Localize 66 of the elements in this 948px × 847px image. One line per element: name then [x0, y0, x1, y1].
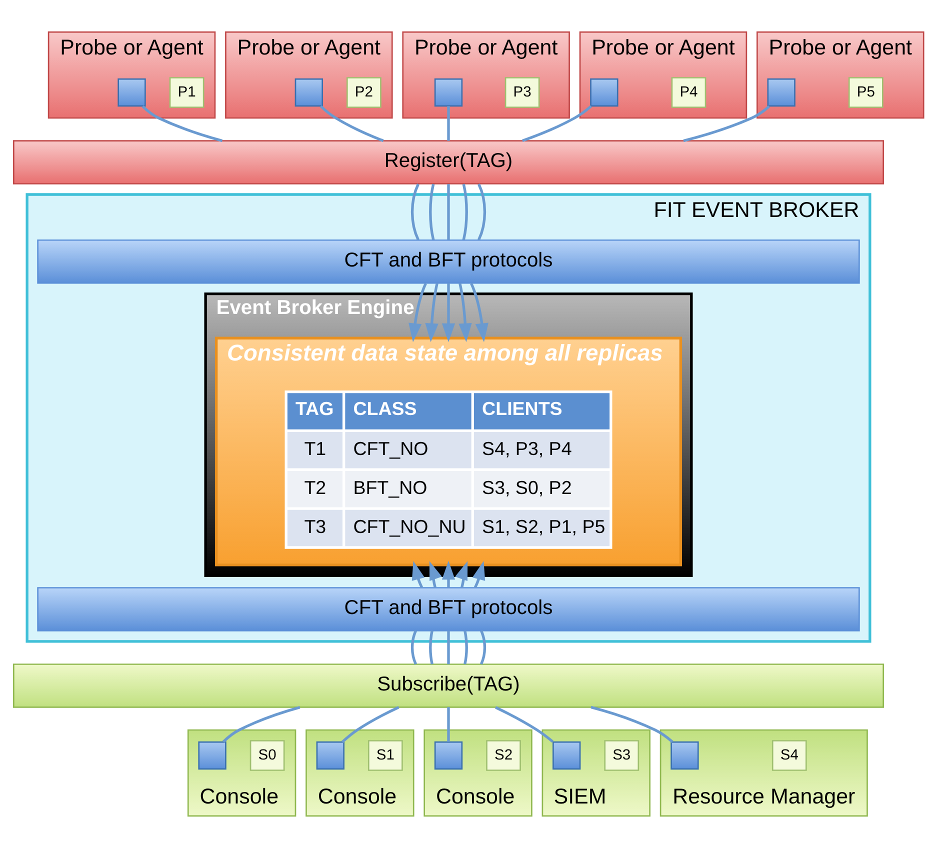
node-box: P2: [346, 76, 382, 108]
connector: [429, 630, 434, 664]
connector: [222, 705, 300, 742]
connector: [341, 706, 400, 743]
arrow: [425, 282, 438, 342]
node-box: Register(TAG): [13, 140, 884, 184]
label: T3: [304, 515, 326, 536]
arrow: [458, 282, 472, 342]
connector: [320, 104, 384, 142]
node-box: P1: [169, 76, 204, 108]
node-box: P5: [848, 76, 884, 108]
arrow: [412, 560, 425, 588]
node-box: [118, 78, 146, 106]
node-box: [434, 740, 463, 770]
label: S3, S0, P2: [482, 476, 572, 498]
connector: [447, 184, 450, 240]
label: CLASS: [353, 397, 417, 418]
connector: [495, 706, 554, 742]
node-box: P4: [671, 76, 706, 108]
connector: [590, 705, 674, 742]
connector: [142, 104, 223, 142]
connector: [522, 104, 592, 142]
node-box: Subscribe(TAG): [13, 663, 884, 708]
node-box: P3: [504, 76, 540, 108]
node-box: S1: [368, 740, 403, 770]
label: T2: [304, 476, 326, 498]
connector: [464, 630, 468, 664]
node-box: [198, 740, 226, 770]
connector: [447, 106, 450, 140]
label: BFT_NO: [353, 476, 428, 498]
connector: [447, 706, 450, 742]
label: CFT_NO: [353, 438, 428, 459]
node-box: [590, 78, 618, 106]
node-box: [294, 78, 323, 106]
arrow: [455, 560, 468, 588]
connector: [683, 104, 770, 142]
node-box: CFT and BFT protocols: [37, 238, 860, 284]
connector: [462, 183, 468, 240]
arrow: [408, 282, 427, 342]
node-box: [434, 78, 463, 106]
connector: [480, 630, 486, 664]
node-box: S4: [772, 740, 807, 770]
node-box: [767, 78, 796, 106]
label: S4, P3, P4: [482, 438, 572, 459]
node-box: CFT and BFT protocols: [37, 586, 860, 631]
connector: [410, 183, 420, 240]
arrow: [429, 560, 442, 588]
label: CLIENTS: [482, 397, 562, 418]
node-box: S2: [486, 740, 521, 770]
connector: [447, 630, 450, 664]
arrow: [442, 560, 456, 588]
label: S1, S2, P1, P5: [482, 515, 606, 536]
connector: [410, 630, 418, 664]
connector: [429, 183, 435, 240]
node-box: S3: [604, 740, 640, 770]
node-box: S0: [250, 740, 285, 770]
arrow: [470, 282, 488, 342]
label: CFT_NO_NU: [353, 515, 466, 536]
node-box: [670, 740, 699, 770]
node-box: [316, 740, 344, 770]
label: TAG: [296, 397, 334, 418]
label: T1: [304, 438, 326, 459]
arrow: [472, 560, 486, 588]
connector: [478, 183, 486, 240]
arrow: [442, 282, 456, 342]
node-box: [552, 740, 581, 770]
